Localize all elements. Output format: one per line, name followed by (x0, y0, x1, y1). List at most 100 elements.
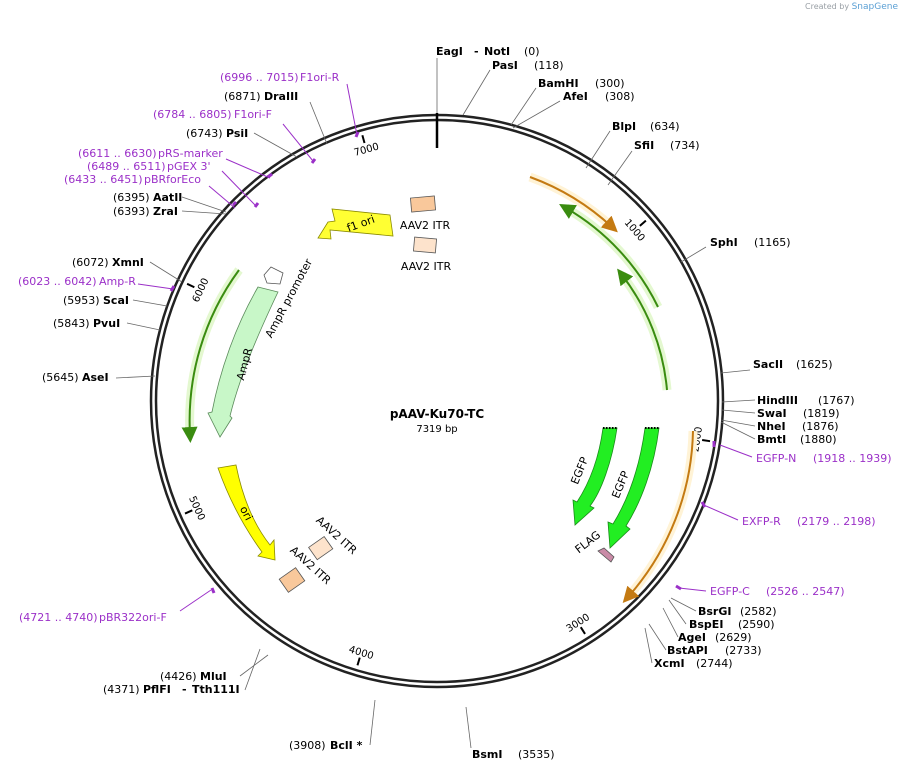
site-draiii-pos: (6871) (224, 90, 261, 103)
aav2-itr-label-1: AAV2 ITR (400, 219, 451, 232)
kb-tick-label-4000: 4000 (347, 644, 375, 662)
site-xmni-label: XmnI (112, 256, 144, 269)
orf-arc-green-3 (181, 269, 240, 443)
kb-tick-7000 (361, 135, 366, 144)
kb-tick-2000 (701, 439, 711, 443)
primer-labels: (6996 .. 7015) F1ori-R (6784 .. 6805) F1… (18, 71, 892, 624)
primer-leaders (137, 83, 753, 612)
site-pasi-label: PasI (492, 59, 518, 72)
site-nhei-label: NheI (757, 420, 786, 433)
site-scai-pos: (5953) (63, 294, 100, 307)
primer-amp-r-name: Amp-R (99, 275, 136, 288)
primer-amp-r-range: (6023 .. 6042) (18, 275, 97, 288)
ori-label: ori (237, 504, 255, 523)
restriction-site-labels: EagI - NotI (0) PasI (118) BamHI (300) A… (42, 45, 855, 761)
site-bcli-pos: (3908) (289, 739, 326, 752)
site-swai-pos: (1819) (803, 407, 840, 420)
site-xmni-pos: (6072) (72, 256, 109, 269)
primer-pgex3-name: pGEX 3' (167, 160, 211, 173)
site-sphi-pos: (1165) (754, 236, 791, 249)
site-bmti-label: BmtI (757, 433, 786, 446)
primer-f1ori-r-name: F1ori-R (300, 71, 340, 84)
site-eagi-label: EagI (436, 45, 463, 58)
site-xcmi-label: XcmI (654, 657, 685, 670)
site-afei-pos: (308) (605, 90, 635, 103)
primer-marks (169, 131, 716, 594)
aav2-itr-box-4 (278, 567, 306, 593)
ampr-promoter-feature (263, 266, 284, 285)
site-bstapi-pos: (2733) (725, 644, 762, 657)
primer-prs-marker-range: (6611 .. 6630) (78, 147, 157, 160)
site-leaders (115, 58, 756, 749)
primer-f1ori-f-range: (6784 .. 6805) (153, 108, 232, 121)
ori-feature (217, 464, 276, 561)
site-hindiii-pos: (1767) (818, 394, 855, 407)
site-bspei-pos: (2590) (738, 618, 775, 631)
primer-exfp-r-name: EXFP-R (742, 515, 781, 528)
site-xcmi-pos: (2744) (696, 657, 733, 670)
backbone-outer-ring (149, 113, 725, 689)
site-nhei-pos: (1876) (802, 420, 839, 433)
primer-egfp-c-name: EGFP-C (710, 585, 750, 598)
aav2-itr-box-2 (412, 236, 438, 254)
aav2-itr-label-2: AAV2 ITR (401, 260, 452, 273)
kb-tick-5000 (184, 509, 193, 515)
site-mlui-pos: (4426) (160, 670, 197, 683)
snapgene-credit: Created by SnapGene (805, 2, 898, 12)
site-bstapi-label: BstAPI (667, 644, 708, 657)
site-agei-label: AgeI (678, 631, 706, 644)
kb-tick-3000 (579, 626, 586, 635)
site-bamhi-pos: (300) (595, 77, 625, 90)
site-bcli-label: BclI * (330, 739, 363, 752)
primer-pbrforeco-name: pBRforEco (144, 173, 201, 186)
kb-tick-label-3000: 3000 (565, 612, 592, 635)
orf-arc-green-2-glow (618, 272, 672, 391)
orf-arc-orange-1 (529, 176, 618, 233)
plasmid-size: 7319 bp (416, 424, 457, 435)
site-pasi-pos: (118) (534, 59, 564, 72)
site-zrai-pos: (6393) (113, 205, 150, 218)
kb-tick-label-5000: 5000 (186, 495, 206, 523)
f1-ori-feature (317, 208, 394, 240)
primer-pbrforeco-range: (6433 .. 6451) (64, 173, 143, 186)
aav2-itr-box-1 (410, 195, 436, 213)
site-noti-label: NotI (484, 45, 510, 58)
site-scai-label: ScaI (103, 294, 129, 307)
site-draiii-label: DraIII (264, 90, 298, 103)
backbone-inner-ring (154, 118, 720, 684)
site-noti-pos: (0) (524, 45, 540, 58)
site-bsmi-pos: (3535) (518, 748, 555, 761)
kb-tick-4000 (356, 657, 361, 666)
primer-f1ori-f-name: F1ori-F (234, 108, 272, 121)
site-tth111i-label: Tth111I (192, 683, 240, 696)
site-aatii-pos: (6395) (113, 191, 150, 204)
primer-prs-marker-name: pRS-marker (158, 147, 223, 160)
site-sfii-pos: (734) (670, 139, 700, 152)
plasmid-name: pAAV-Ku70-TC (390, 407, 484, 421)
site-asei-label: AseI (82, 371, 109, 384)
site-noti-dash: - (474, 45, 479, 58)
site-pflfi-pos: (4371) (103, 683, 140, 696)
site-psii-pos: (6743) (186, 127, 223, 140)
orf-arc-orange-2 (622, 430, 694, 603)
site-bmti-pos: (1880) (800, 433, 837, 446)
site-psii-label: PsiI (226, 127, 248, 140)
credit-brand: SnapGene (851, 2, 898, 12)
site-tth111i-dash: - (182, 683, 187, 696)
site-blpi-pos: (634) (650, 120, 680, 133)
site-pflfi-label: PflFI (143, 683, 171, 696)
site-bspei-label: BspEI (689, 618, 723, 631)
site-swai-label: SwaI (757, 407, 787, 420)
site-sacii-pos: (1625) (796, 358, 833, 371)
kb-tick-6000 (186, 282, 195, 289)
site-afei-label: AfeI (563, 90, 588, 103)
kb-tick-label-6000: 6000 (191, 277, 212, 305)
site-bsrgi-pos: (2582) (740, 605, 777, 618)
flag-label: FLAG (573, 528, 604, 556)
site-zrai-label: ZraI (153, 205, 178, 218)
site-sphi-label: SphI (710, 236, 738, 249)
orf-arc-orange-1-glow (528, 172, 616, 231)
site-bsrgi-label: BsrGI (698, 605, 731, 618)
egfp-feature-2 (607, 427, 660, 549)
